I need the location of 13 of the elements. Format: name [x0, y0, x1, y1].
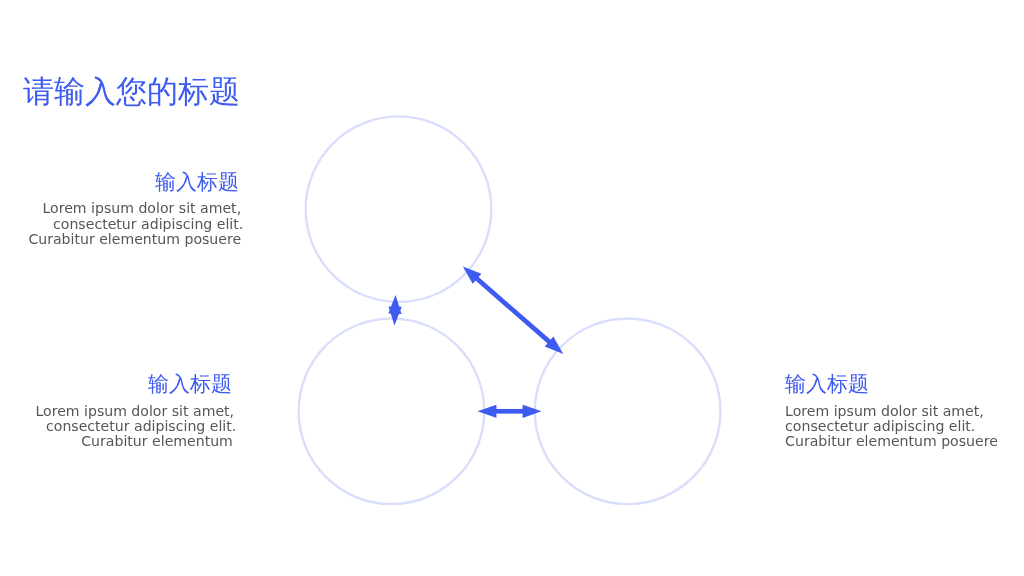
node-label: 输入标题 [784, 370, 869, 396]
node-label: Lorem ipsum dolor sit amet, consectetur adipiscing elit. Curabitur elementum [34, 402, 236, 449]
node-circle [296, 316, 485, 505]
node-label: Lorem ipsum dolor sit amet, consectetur adipiscing elit. Curabitur elementum posuere [27, 199, 243, 247]
node-circle [533, 316, 722, 505]
node-label: 输入标题 [147, 370, 232, 396]
node-label: Lorem ipsum dolor sit amet, consectetur adipiscing elit. Curabitur elementum posuere [784, 402, 998, 449]
arrow [387, 294, 402, 325]
arrow [477, 404, 541, 418]
node-circle [304, 114, 493, 303]
arrow [462, 265, 563, 354]
node-label: 输入标题 [154, 168, 239, 194]
diagram-title: 请输入您的标题 [22, 73, 240, 109]
